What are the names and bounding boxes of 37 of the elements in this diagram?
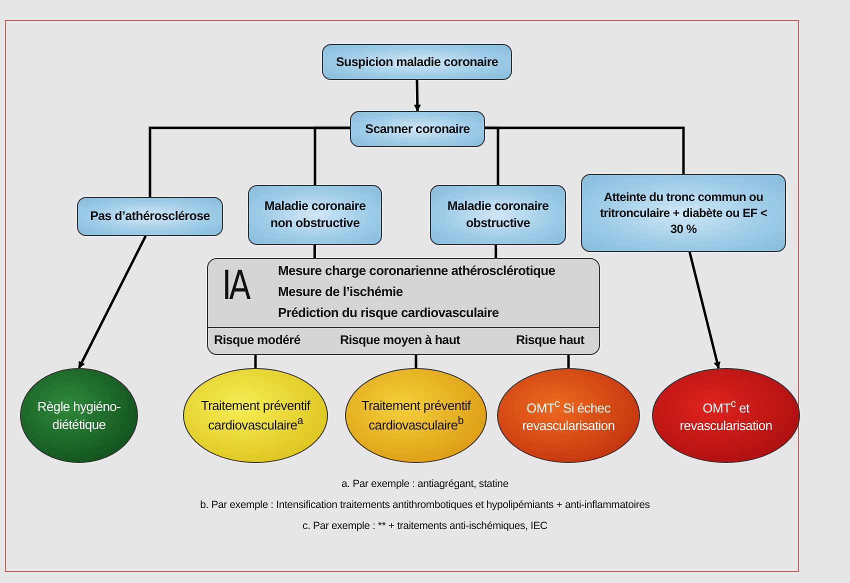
connector-line xyxy=(485,126,685,174)
connector-line xyxy=(313,245,316,258)
connector-line xyxy=(314,126,350,185)
arrow xyxy=(414,80,421,112)
arrow xyxy=(78,235,147,369)
outcome-ellipse xyxy=(652,368,800,463)
outcome-ellipse xyxy=(345,368,487,463)
process-box: Maladie coronaire non obstructive xyxy=(248,185,382,245)
footnote-text: a. Par exemple : antiagrégant, statine xyxy=(342,478,508,490)
footnote-text: c. Par exemple : ** + traitements anti-ischémiques, IEC xyxy=(302,520,548,532)
connector-line xyxy=(414,355,418,368)
arrow xyxy=(688,252,720,369)
risk-level-text: Risque modéré xyxy=(214,332,300,349)
outcome-ellipse xyxy=(183,368,328,463)
process-box: Pas d’athérosclérose xyxy=(77,197,223,236)
connector-line xyxy=(494,245,498,258)
risk-level-text: Risque haut xyxy=(516,332,584,349)
process-box: Suspicion maladie coronaire xyxy=(322,44,512,80)
risk-level-text: Risque moyen à haut xyxy=(340,332,460,349)
outcome-ellipse xyxy=(497,368,640,463)
method-text: Mesure charge coronarienne athérosclérotique xyxy=(278,262,556,280)
outcome-text: Règle hygiéno-diététique xyxy=(36,398,122,434)
outcome-ellipse xyxy=(20,368,138,463)
method-text: Mesure de l’ischémie xyxy=(278,283,403,301)
ai-label: IA xyxy=(222,263,249,309)
footnote-text: b. Par exemple : Intensification traitements antithrombotiques et hypolipémiants + anti-inflammatoires xyxy=(200,499,650,511)
connector-line xyxy=(254,355,257,368)
ai-panel xyxy=(207,258,600,355)
process-box: Scanner coronaire xyxy=(350,111,485,147)
outcome-text: Traitement préventif cardiovasculaire$^{a}$ xyxy=(200,396,312,434)
outcome-text: OMT$^{c}$ et revascularisation xyxy=(678,396,774,434)
connector-line xyxy=(567,355,570,368)
process-box: Maladie coronaire obstructive xyxy=(430,185,566,245)
method-text: Prédiction du risque cardiovasculaire xyxy=(278,304,499,322)
outcome-text: Traitement préventif cardiovasculaire$^{b}$ xyxy=(360,396,472,434)
outcome-text: OMT$^{c}$ Si échec revascularisation xyxy=(521,396,616,434)
process-box: Atteinte du tronc commun ou tritronculaire + diabète ou EF < 30 % xyxy=(581,174,786,252)
